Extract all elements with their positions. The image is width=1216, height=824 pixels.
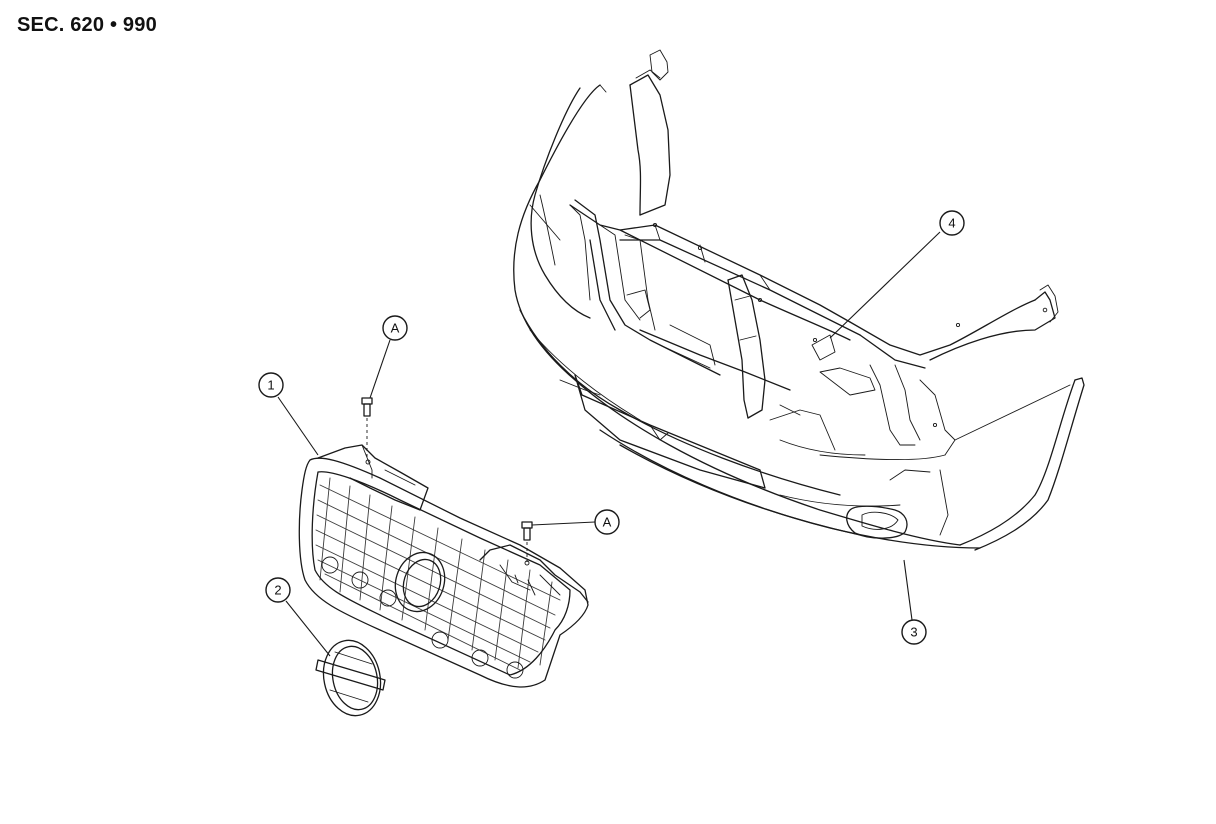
svg-text:A: A xyxy=(603,515,612,530)
callout-clip-upper: A xyxy=(382,315,408,341)
leader-part-4 xyxy=(829,231,941,339)
svg-text:2: 2 xyxy=(274,583,281,598)
svg-text:A: A xyxy=(391,321,400,336)
clip-upper xyxy=(361,397,373,460)
svg-text:4: 4 xyxy=(948,216,955,231)
svg-text:1: 1 xyxy=(267,378,274,393)
radiator-core-support xyxy=(569,49,1059,446)
svg-text:3: 3 xyxy=(910,625,917,640)
callout-part-2: 2 xyxy=(265,577,291,603)
front-bumper-fascia xyxy=(513,84,1085,551)
clip-lower xyxy=(521,521,533,562)
radiator-grille xyxy=(298,444,589,688)
leader-part-1 xyxy=(277,396,319,456)
grille-mesh xyxy=(315,477,561,671)
callout-part-1: 1 xyxy=(258,372,284,398)
leader-part-3 xyxy=(903,559,913,621)
leader-clip-lower xyxy=(531,521,596,526)
leader-part-2 xyxy=(285,600,331,657)
section-label: SEC. 620 • 990 xyxy=(17,14,157,36)
front-emblem xyxy=(315,639,386,717)
callout-part-4: 4 xyxy=(939,210,965,236)
callout-part-3: 3 xyxy=(901,619,927,645)
callout-clip-lower: A xyxy=(594,509,620,535)
leader-clip-upper xyxy=(369,339,391,399)
